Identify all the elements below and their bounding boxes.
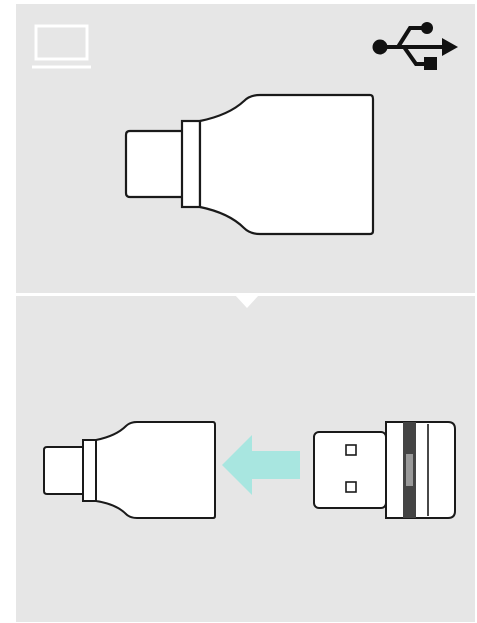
laptop-icon xyxy=(30,22,92,74)
usb-c-adapter-small xyxy=(42,420,218,520)
usb-dongle xyxy=(312,420,458,520)
usb-icon xyxy=(370,20,460,74)
insert-arrow-icon xyxy=(220,433,302,497)
usb-c-adapter xyxy=(124,93,376,235)
